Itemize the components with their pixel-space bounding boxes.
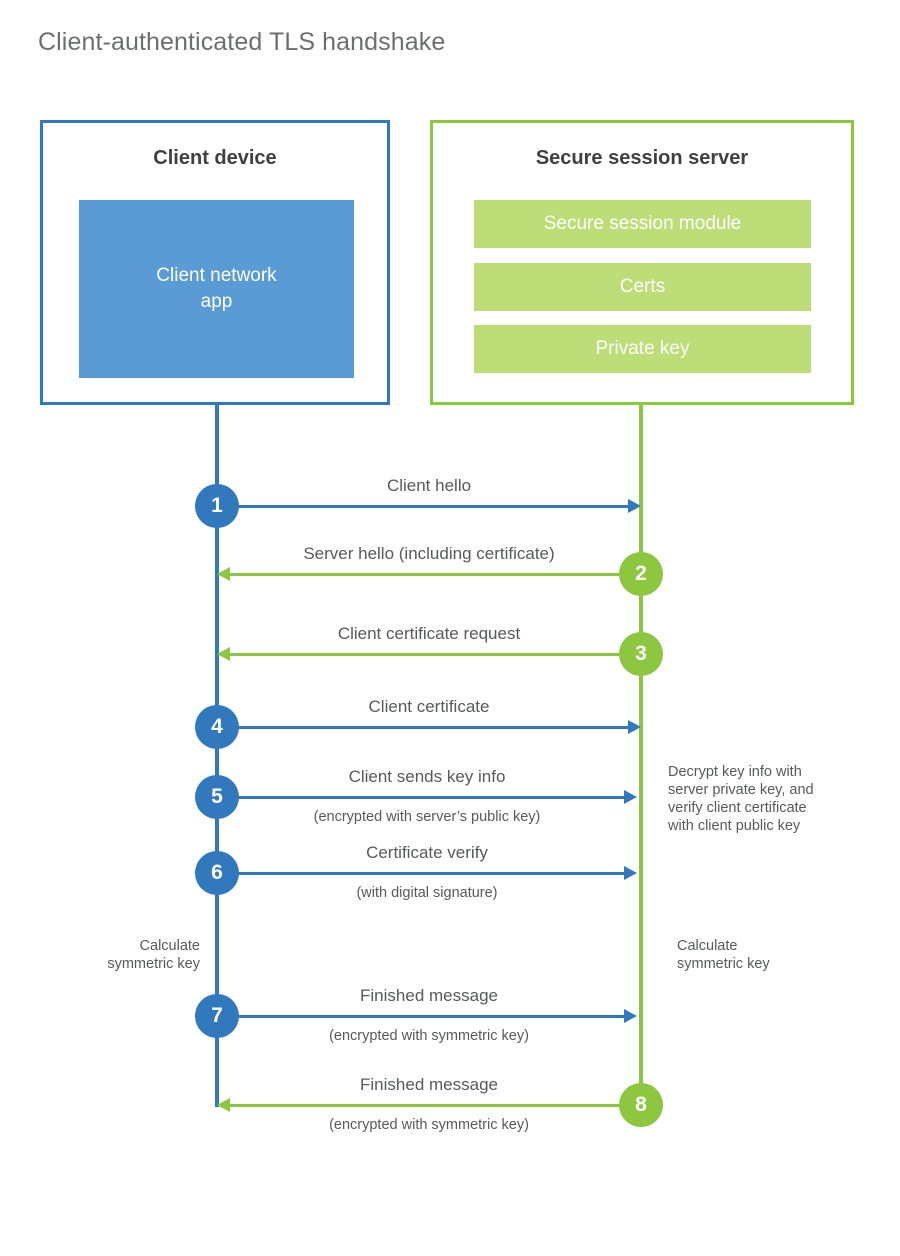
step-badge-7: 7 (195, 994, 239, 1038)
client-device-title: Client device (153, 147, 277, 169)
server-lifeline (639, 403, 643, 1105)
message-4-arrowhead (628, 720, 641, 734)
message-4-line (217, 726, 628, 729)
message-2-label: Server hello (including certificate) (303, 544, 555, 563)
step-badge-6: 6 (195, 851, 239, 895)
server-component-private-key: Private key (474, 325, 811, 373)
client-device-box: Client device Client network app (40, 120, 390, 405)
message-5-line (217, 796, 624, 799)
message-5-arrowhead (624, 790, 637, 804)
message-3-arrowhead (217, 647, 230, 661)
message-1-label: Client hello (386, 476, 472, 495)
message-4-label: Client certificate (368, 697, 490, 716)
message-8-line (230, 1104, 641, 1107)
message-5-label: Client sends key info (348, 767, 506, 786)
step-badge-4: 4 (195, 705, 239, 749)
message-1-line (217, 505, 628, 508)
secure-session-server-box: Secure session server Secure session mod… (430, 120, 854, 405)
secure-session-server-title: Secure session server (535, 147, 749, 169)
message-7-sublabel: (encrypted with symmetric key) (329, 1028, 529, 1044)
message-7-line (217, 1015, 624, 1018)
message-2-line (230, 573, 641, 576)
server-component-certs: Certs (474, 263, 811, 311)
message-6-sublabel: (with digital signature) (356, 885, 498, 901)
step-badge-2: 2 (619, 552, 663, 596)
note-calculate-symmetric-key-server: Calculate symmetric key (677, 938, 770, 972)
message-2-arrowhead (217, 567, 230, 581)
message-8-label: Finished message (360, 1075, 498, 1094)
step-badge-5: 5 (195, 775, 239, 819)
client-network-app-block: Client network app (79, 200, 354, 378)
message-6-label: Certificate verify (366, 843, 488, 862)
step-badge-3: 3 (619, 632, 663, 676)
step-badge-1: 1 (195, 484, 239, 528)
message-5-sublabel: (encrypted with server’s public key) (313, 809, 541, 825)
message-3-label: Client certificate request (337, 624, 521, 643)
message-3-line (230, 653, 641, 656)
message-7-label: Finished message (360, 986, 498, 1005)
message-1-arrowhead (628, 499, 641, 513)
message-6-line (217, 872, 624, 875)
message-8-arrowhead (217, 1098, 230, 1112)
note-calculate-symmetric-key-client: Calculate symmetric key (107, 938, 200, 972)
client-lifeline (215, 403, 219, 1107)
message-7-arrowhead (624, 1009, 637, 1023)
page-title: Client-authenticated TLS handshake (38, 28, 446, 56)
message-8-sublabel: (encrypted with symmetric key) (329, 1117, 529, 1133)
note-decrypt-key-info: Decrypt key info with server private key… (668, 764, 814, 834)
server-component-secure-session-module: Secure session module (474, 200, 811, 248)
message-6-arrowhead (624, 866, 637, 880)
step-badge-8: 8 (619, 1083, 663, 1127)
